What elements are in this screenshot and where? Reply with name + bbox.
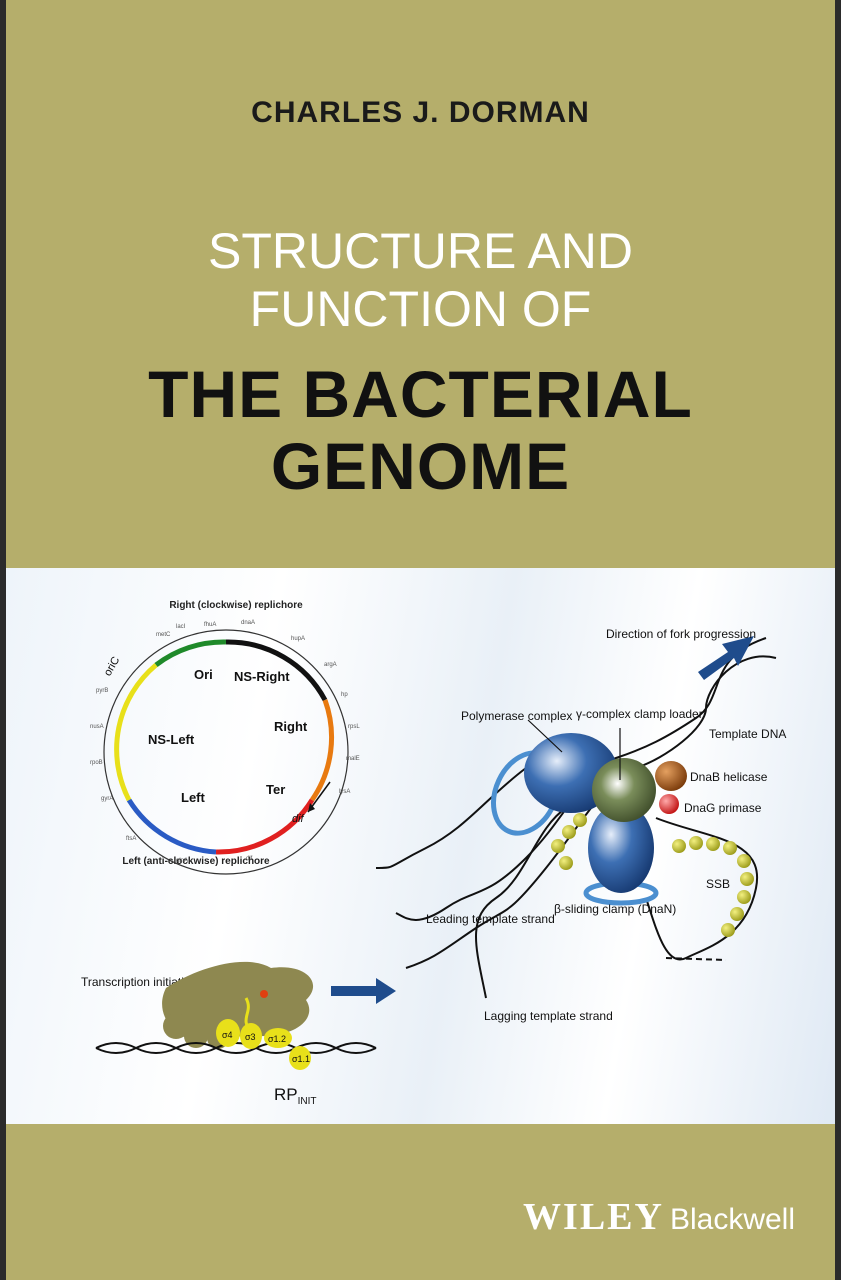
label-direction: Direction of fork progression [606,627,756,641]
svg-text:rpoB: rpoB [90,760,103,766]
polymerase-2 [588,803,654,893]
oric-label: oriC [102,655,123,679]
sigma-3-shape [240,1023,262,1049]
label-lagging: Lagging template strand [484,1009,613,1023]
ring-ter [215,798,315,855]
svg-text:pyrB: pyrB [96,688,108,694]
label-dnab: DnaB helicase [690,770,768,784]
ring-ns-right [225,639,328,702]
label-transcription: Transcription initiation [81,975,197,989]
dnag-primase [659,794,679,814]
svg-text:glnA: glnA [176,858,188,864]
title-light: STRUCTURE AND FUNCTION OF [0,222,841,338]
sigma-12-shape [264,1028,292,1048]
svg-text:argA: argA [324,662,337,668]
sigma-3: σ3 [245,1032,256,1042]
left-edge [0,0,6,1280]
author-name: CHARLES J. DORMAN [251,96,590,129]
right-edge [835,0,841,1280]
dna-helix-a [95,1042,377,1054]
title-bold: THE BACTERIAL GENOME [0,358,841,502]
dnab-helicase [655,761,687,791]
illustration-svg: Right (clockwise) replichore Left (anti-… [81,600,786,1107]
ring-right [309,699,335,802]
svg-text:rpsL: rpsL [348,724,360,730]
svg-text:dnaA: dnaA [241,620,255,626]
svg-text:hupA: hupA [291,636,305,642]
chromosome-map: Right (clockwise) replichore Left (anti-… [90,600,360,875]
ring-ns-left [114,663,158,802]
primer-dash [665,957,727,961]
svg-text:ftsA: ftsA [126,836,136,842]
sigma-4: σ4 [222,1030,233,1040]
sigma-11: σ1.1 [292,1054,310,1064]
gene-ticks: metC lacI fhuA dnaA hupA argA hp rpsL malE lys… [90,620,360,864]
ring-left [126,798,217,855]
svg-text:dif: dif [246,856,253,862]
sigma-11-shape [289,1046,311,1070]
replichore-left-label: Left (anti-clockwise) replichore [122,856,270,867]
sigma-12: σ1.2 [268,1034,286,1044]
title-line-1: STRUCTURE AND [207,223,634,279]
svg-text:nusA: nusA [90,724,104,730]
region-ns-left: NS-Left [148,732,195,747]
transcription-diagram: Transcription initiation σ4 σ3 σ1.2 [81,961,396,1107]
label-ssb: SSB [706,877,730,891]
region-ns-right: NS-Right [234,669,290,684]
region-right: Right [274,719,308,734]
transcription-arrow [331,978,396,1004]
label-template-dna: Template DNA [709,727,786,741]
svg-text:fhuA: fhuA [204,622,216,628]
lagging-strand [475,807,567,999]
okazaki-loop [645,817,759,961]
ring-ori [154,639,227,667]
svg-text:malE: malE [346,756,360,762]
svg-text:lysA: lysA [339,789,350,795]
label-beta-clamp: β-sliding clamp (DnaN) [554,902,676,916]
svg-text:metC: metC [156,632,171,638]
pointer-polymerase [527,719,563,753]
label-dnag: DnaG primase [684,801,762,815]
dif-label: dif [292,813,305,825]
ter-arrowhead [308,803,315,812]
sigma-linker [244,997,254,1035]
svg-text:hp: hp [341,692,348,698]
dna-helix-b [95,1042,377,1054]
cover-illustration: Right (clockwise) replichore Left (anti-… [6,568,835,1124]
label-leading: Leading template strand [426,912,555,926]
svg-text:lacI: lacI [176,624,186,630]
region-ter: Ter [266,782,285,797]
publisher-name: WILEY [523,1196,664,1238]
title-line-4: GENOME [270,429,571,503]
active-site [260,990,268,998]
region-left: Left [181,790,206,805]
region-ori: Ori [194,667,213,682]
rna-polymerase [162,961,314,1038]
ctd-1 [163,1013,189,1039]
label-clamp-loader: γ-complex clamp loader [576,707,703,721]
publisher-imprint: Blackwell [669,1203,795,1236]
sigma-4-shape [216,1019,240,1047]
svg-text:gyrA: gyrA [101,796,113,802]
leading-strand [375,767,527,869]
rp-init-label: RPINIT [274,1085,317,1107]
title-line-2: FUNCTION OF [249,281,592,337]
title-line-3: THE BACTERIAL [148,357,693,431]
ssb-beads [551,813,754,937]
replisome-diagram: Direction of fork progression Polymerase… [375,627,786,1023]
replichore-right-label: Right (clockwise) replichore [169,600,303,611]
clamp-loader [592,758,656,822]
label-polymerase: Polymerase complex [461,709,572,723]
ctd-2 [184,1024,208,1048]
ring-outer [103,629,349,875]
fork-direction-arrow [698,636,754,680]
